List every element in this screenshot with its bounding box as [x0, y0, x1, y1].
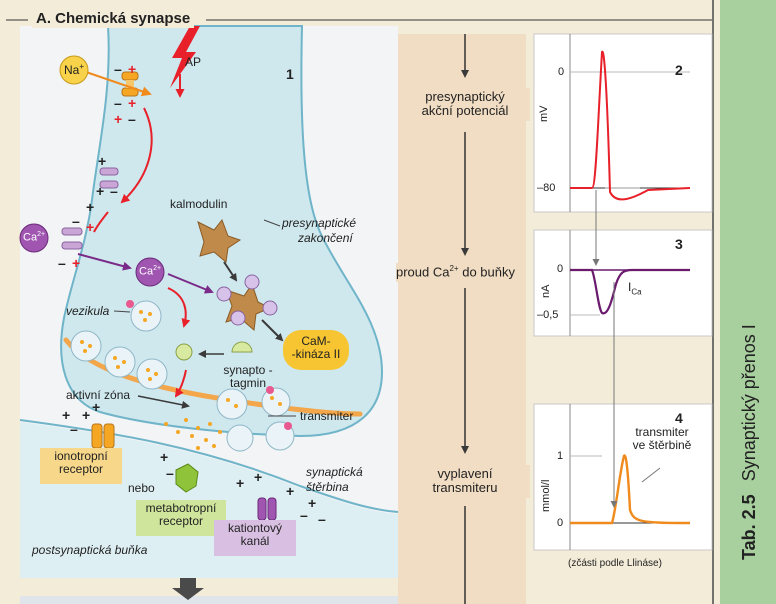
fig3-ylabel: nA — [540, 284, 552, 298]
presynaptic-label-2: zakončení — [298, 231, 353, 245]
fig2-number: 2 — [675, 62, 683, 78]
ap-lightning-icon — [170, 26, 200, 88]
transmitter-trace — [570, 454, 691, 525]
calmodulin-ca-complex-icon — [216, 274, 278, 331]
fig3-number: 3 — [675, 236, 683, 252]
svg-text:–: – — [128, 111, 136, 127]
svg-text:+: + — [96, 183, 104, 199]
fig3-frame — [533, 229, 713, 337]
ca-ion-outside-icon — [19, 223, 49, 253]
fig4-frame — [533, 403, 713, 551]
svg-text:+: + — [160, 449, 168, 465]
fig2-ylabel: mV — [538, 105, 550, 123]
svg-text:–: – — [70, 421, 78, 437]
ica-trace — [570, 268, 690, 315]
presynaptic-label-1: presynaptické — [282, 216, 357, 230]
ca-inside-label: Ca2+ — [139, 265, 162, 278]
flow-step-2: proud Ca2+ do buňky — [396, 263, 515, 282]
fig4-tick-bottom: 0 — [557, 517, 564, 529]
cleft-label-1: synaptická — [306, 465, 363, 479]
camk-box: CaM--kináza II — [283, 330, 349, 370]
calmodulin-icon — [197, 219, 242, 263]
synaptotagmin-icon — [231, 341, 253, 353]
svg-text:–: – — [166, 465, 174, 481]
transmitter-dots — [80, 310, 282, 450]
sidebar-title-block: Tab. 2.5 Synaptický přenos I — [739, 324, 760, 560]
svg-text:+: + — [72, 255, 80, 271]
svg-text:+: + — [98, 153, 106, 169]
cleft-label-2: štěrbina — [306, 480, 349, 494]
svg-text:–: – — [300, 507, 308, 523]
fig2-tick-top: 0 — [558, 66, 565, 78]
sidebar-table-number: Tab. 2.5 — [739, 494, 759, 560]
na-label: Na+ — [64, 62, 85, 77]
fig4-ylabel: mmol/l — [540, 479, 552, 512]
down-arrow-icon — [172, 578, 204, 600]
svg-text:+: + — [86, 199, 94, 215]
vesicle-group — [70, 300, 295, 452]
svg-text:+: + — [308, 495, 316, 511]
flow-band — [398, 34, 526, 604]
fig2-frame — [533, 33, 713, 213]
vesicle-label: vezikula — [66, 304, 110, 318]
fig3-tick-top: 0 — [557, 263, 564, 275]
na-ion-icon — [59, 55, 89, 85]
ca-ion-inside-icon — [135, 257, 165, 287]
svg-text:–: – — [318, 511, 326, 527]
ca-channel-icon — [61, 227, 83, 250]
fig4-number: 4 — [675, 410, 683, 426]
ap-label: AP — [185, 55, 202, 69]
ca-outside-label: Ca2+ — [23, 231, 46, 244]
section-title: A. Chemická synapse — [32, 10, 195, 28]
credit-label: (zčásti podle Llináse) — [568, 558, 662, 569]
postsynaptic-membrane — [19, 419, 399, 513]
svg-text:–: – — [114, 95, 122, 111]
fig3-tick-bottom: –0,5 — [537, 309, 559, 321]
svg-text:+: + — [286, 483, 294, 499]
svg-text:–: – — [72, 213, 80, 229]
svg-text:–: – — [110, 183, 118, 199]
active-zone-label: aktivní zóna — [66, 388, 131, 402]
fig4-tick-top: 1 — [557, 450, 564, 462]
svg-text:+: + — [82, 407, 90, 423]
synaptotagmin-free-icon — [175, 343, 193, 361]
sidebar-subtitle: Synaptický přenos I — [739, 324, 759, 482]
ionotropic-receptor-icon — [91, 423, 115, 449]
svg-text:+: + — [62, 407, 70, 423]
na-channel-icon — [121, 71, 139, 97]
svg-text:–: – — [58, 255, 66, 271]
or-label: nebo — [128, 481, 155, 495]
synaptotagmin-label: synapto -tagmin — [223, 363, 273, 391]
svg-text:+: + — [254, 469, 262, 485]
svg-text:+: + — [236, 475, 244, 491]
svg-text:+: + — [128, 95, 136, 111]
postsynaptic-label: postsynaptická buňka — [32, 543, 148, 557]
ap-trace — [570, 50, 691, 201]
svg-text:+: + — [92, 399, 100, 415]
fig3-trace-label: ICa — [628, 280, 642, 297]
panel-1-number: 1 — [286, 66, 294, 82]
svg-text:+: + — [114, 111, 122, 127]
sidebar-band — [720, 0, 776, 604]
svg-text:+: + — [86, 219, 94, 235]
transmitter-label: transmiter — [300, 409, 354, 423]
svg-text:–: – — [114, 61, 122, 77]
svg-text:+: + — [128, 61, 136, 77]
panel-below-hint — [20, 596, 398, 604]
metabotropic-receptor-icon — [175, 463, 199, 493]
calmodulin-label: kalmodulin — [170, 197, 228, 211]
fig2-tick-bottom: –80 — [537, 182, 556, 194]
k-channel-icon — [99, 167, 119, 189]
